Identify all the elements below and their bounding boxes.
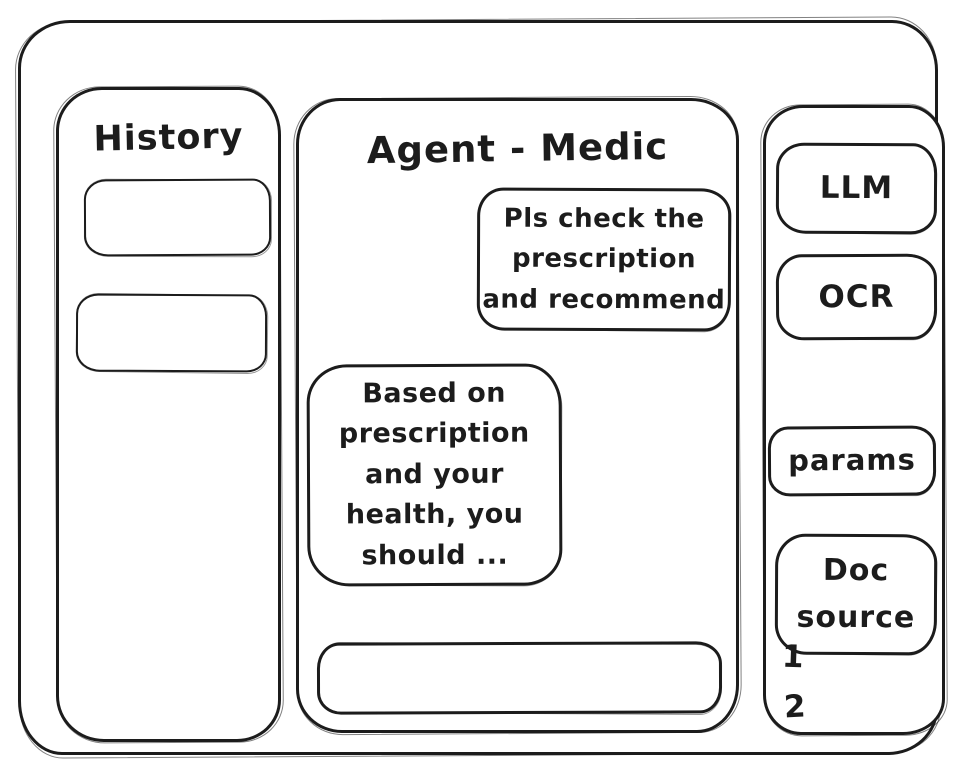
params-button[interactable]: params (767, 425, 937, 497)
tools-panel: LLM OCR params Doc source 1 2 (763, 105, 945, 735)
chat-title: Agent - Medic (366, 124, 669, 173)
doc-source-item-2[interactable]: 2 (783, 688, 807, 726)
doc-source-item-1[interactable]: 1 (781, 638, 805, 676)
user-message-bubble: Pls check the prescription and recommend (476, 187, 732, 332)
ocr-button[interactable]: OCR (775, 253, 938, 341)
app-window: History Agent - Medic Pls check the pres… (18, 20, 945, 755)
doc-source-button[interactable]: Doc source (774, 533, 938, 656)
agent-message-bubble: Based on prescription and your health, y… (306, 363, 563, 587)
history-item-2[interactable] (75, 293, 268, 373)
chat-panel: Agent - Medic Pls check the prescription… (296, 98, 739, 733)
chat-input[interactable] (316, 641, 723, 715)
history-title: History (93, 116, 244, 160)
history-panel: History (56, 87, 281, 742)
history-item-1[interactable] (83, 178, 272, 257)
llm-button[interactable]: LLM (775, 142, 938, 235)
